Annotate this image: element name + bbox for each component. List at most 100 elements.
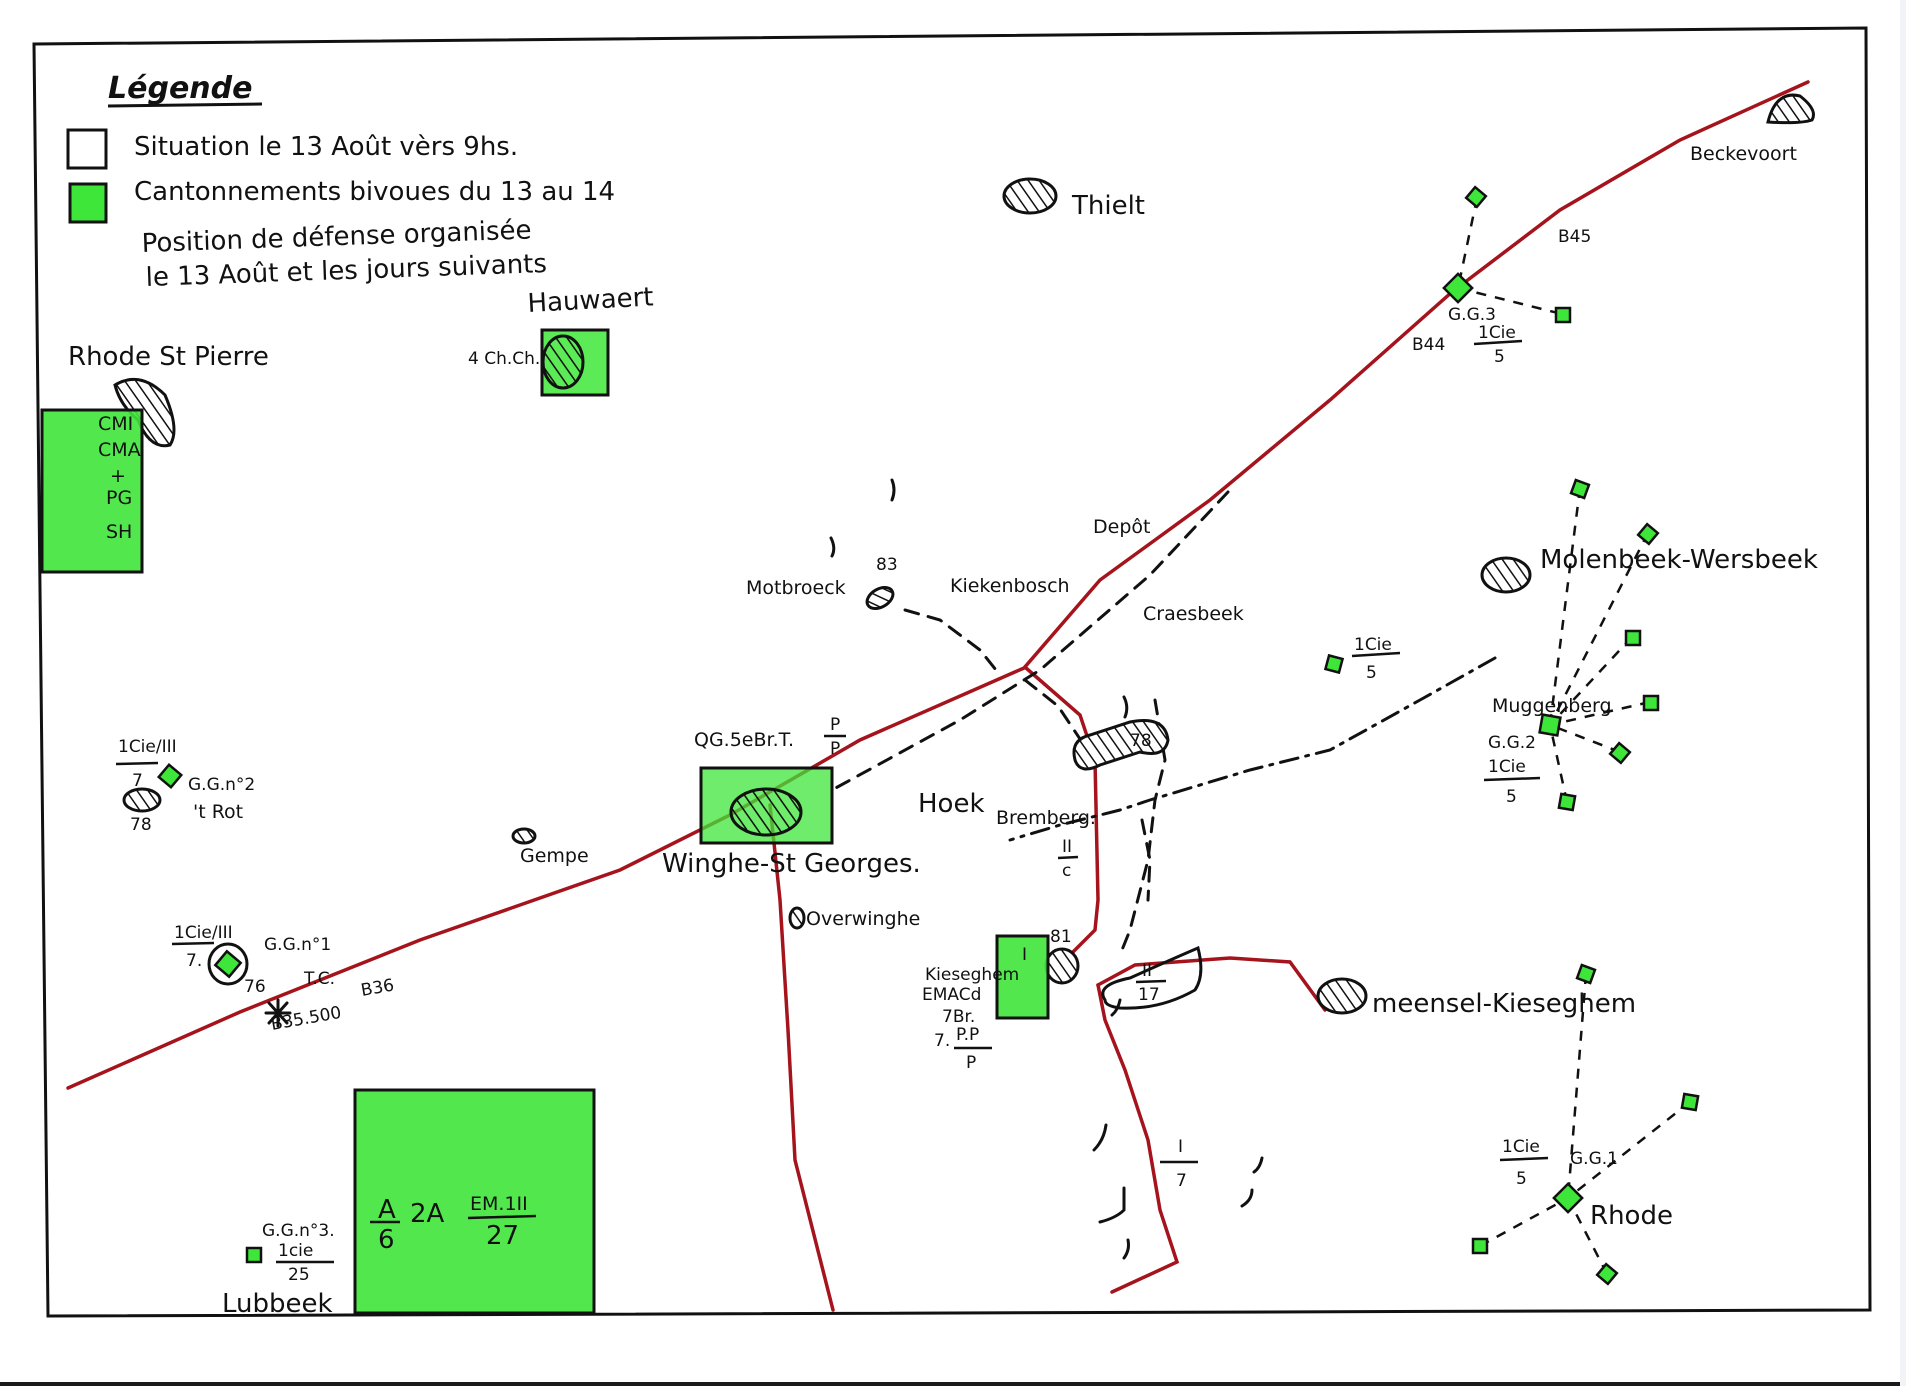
post-gg-n3 — [245, 1246, 263, 1264]
road-junction-kieseghem — [1024, 666, 1100, 972]
label-winghe: Winghe-St Georges. — [662, 849, 921, 879]
label-lubbeek: Lubbeek — [222, 1289, 333, 1319]
label-motbroeck: Motbroeck — [746, 577, 846, 599]
i-7-label: I 7 — [1160, 1137, 1198, 1191]
altitude-83: 83 — [876, 555, 898, 575]
gg1-name: G.G.1 — [1570, 1149, 1618, 1169]
road-winghe-south — [768, 803, 835, 1312]
cantonment-kieseghem — [995, 934, 1050, 1020]
rhode-box-units: CMI CMA + PG SH — [98, 413, 141, 543]
label-bekkevoort: Beckevoort — [1690, 143, 1797, 165]
gg-n1-label: 1Cie/III 7. G.G.n°1 76 T.C. B35.500 B36 — [171, 923, 396, 1035]
ii-c-num: II — [1062, 837, 1072, 857]
craesbeek-cie-label: 1Cie 5 — [1351, 635, 1401, 683]
village-thielt — [1002, 177, 1058, 215]
post-muggenberg-se — [1608, 741, 1632, 765]
altitude-81: 81 — [1050, 927, 1072, 947]
gg-n2-den: 7 — [132, 771, 143, 791]
label-muggenberg: Muggenberg — [1492, 695, 1612, 717]
label-hoek: Hoek — [918, 789, 985, 819]
gg-n3-name: G.G.n°3. — [262, 1221, 335, 1241]
rhode-unit-2: CMA — [98, 439, 141, 461]
ii-c-label: II c — [1057, 837, 1079, 881]
gg-n1-num: 1Cie/III — [174, 923, 233, 943]
legend-swatch-green — [68, 182, 108, 224]
gg-n3-num: 1cie — [278, 1241, 313, 1261]
label-craesbeek: Craesbeek — [1143, 603, 1244, 625]
label-bremberg: Bremberg. — [996, 807, 1096, 829]
gg-n1-tc: T.C. — [303, 969, 335, 989]
road-meensel — [1096, 956, 1327, 1012]
rhode-unit-1: CMI — [98, 413, 133, 435]
altitude-78: 78 — [1130, 731, 1152, 751]
gg3-den: 5 — [1494, 347, 1505, 367]
main-road — [66, 80, 1810, 1090]
qg-prefix: QG.5eBr.T. — [694, 729, 794, 751]
gg-n3-label: G.G.n°3. 1cie 25 — [262, 1221, 335, 1285]
label-rhode: Rhode — [1590, 1201, 1673, 1231]
roads — [66, 80, 1810, 1312]
gg-n2-name: G.G.n°2 — [188, 775, 255, 795]
village-gempe — [511, 827, 537, 845]
label-4-ch-ch: 4 Ch.Ch. — [468, 349, 540, 369]
kieseghem-pp-num: P.P — [956, 1025, 979, 1045]
i-7-num: I — [1178, 1137, 1183, 1157]
ii-17-num: II — [1142, 961, 1152, 981]
i-7-den: 7 — [1176, 1171, 1187, 1191]
gg-n2-num: 1Cie/III — [118, 737, 177, 757]
kieseghem-pp-prefix: 7. — [934, 1031, 950, 1051]
legend-item-situation: Situation le 13 Août vèrs 9hs. — [134, 132, 518, 162]
post-gg-n2 — [156, 762, 184, 790]
post-muggenberg-s — [1557, 792, 1577, 812]
ii-17-den: 17 — [1138, 985, 1160, 1005]
gg3-label: G.G.3 1Cie 5 B44 B45 — [1412, 227, 1591, 367]
village-t-rot — [122, 787, 162, 813]
label-depot: Depôt — [1093, 516, 1150, 538]
rhode-unit-5: SH — [106, 521, 132, 543]
lubbeek-box-units: A 6 2A EM.1II 27 — [370, 1193, 537, 1255]
cantonment-rhode-st-pierre — [40, 408, 144, 574]
post-gg3 — [1442, 272, 1474, 304]
label-meensel: meensel-Kieseghem — [1372, 989, 1636, 1019]
post-rhode-n — [1575, 963, 1597, 985]
post-gg3-east — [1554, 306, 1572, 324]
label-b36: B36 — [359, 975, 395, 1000]
post-muggenberg-ne — [1636, 522, 1660, 546]
label-b44: B44 — [1412, 335, 1445, 355]
post-rhode-s — [1595, 1262, 1619, 1286]
gg-n1-den: 7. — [186, 951, 202, 971]
post-rhode-w — [1471, 1237, 1489, 1255]
ii-17-label: II 17 — [1135, 961, 1167, 1005]
ii-c-den: c — [1062, 861, 1071, 881]
gg2-name: G.G.2 — [1488, 733, 1536, 753]
post-gg-n1 — [213, 949, 243, 979]
gg3-name: G.G.3 — [1448, 305, 1496, 325]
ridge-marks — [264, 478, 1264, 1260]
kieseghem-inner: I — [1022, 945, 1027, 965]
qg-num: P — [830, 715, 840, 735]
label-t-rot: 't Rot — [193, 801, 243, 823]
map-frame — [32, 26, 1872, 1318]
label-molenbeek: Molenbeek-Wersbeek — [1540, 545, 1818, 575]
label-gempe: Gempe — [520, 845, 589, 867]
gg2-num: 1Cie — [1488, 757, 1526, 777]
label-b45: B45 — [1558, 227, 1591, 247]
label-thielt: Thielt — [1071, 191, 1145, 221]
village-bekkevoort — [1766, 93, 1815, 125]
kieseghem-line2: 7Br. — [942, 1007, 975, 1027]
label-overwinghe: Overwinghe — [806, 908, 920, 930]
post-gg3-north — [1464, 185, 1488, 209]
legend: Légende Situation le 13 Août vèrs 9hs. C… — [66, 71, 615, 293]
legend-item-cantonnements: Cantonnements bivoues du 13 au 14 — [134, 177, 615, 207]
label-kieseghem: Kieseghem — [925, 965, 1019, 985]
page-bottom-edge — [0, 1382, 1906, 1386]
post-rhode-ne — [1680, 1092, 1700, 1112]
gg2-east-label: G.G.2 1Cie 5 — [1483, 733, 1541, 807]
guard-posts — [156, 185, 1700, 1286]
gg-n1-alt: 76 — [244, 977, 266, 997]
cantonment-lubbeek — [353, 1088, 596, 1315]
kieseghem-box-units: I EMACd 7Br. 7. P.P P — [922, 945, 1027, 1073]
lubbeek-mid: 2A — [410, 1199, 445, 1229]
craesbeek-cie-num: 1Cie — [1354, 635, 1392, 655]
gg-n2-label: 1Cie/III 7 G.G.n°2 78 — [115, 737, 255, 835]
